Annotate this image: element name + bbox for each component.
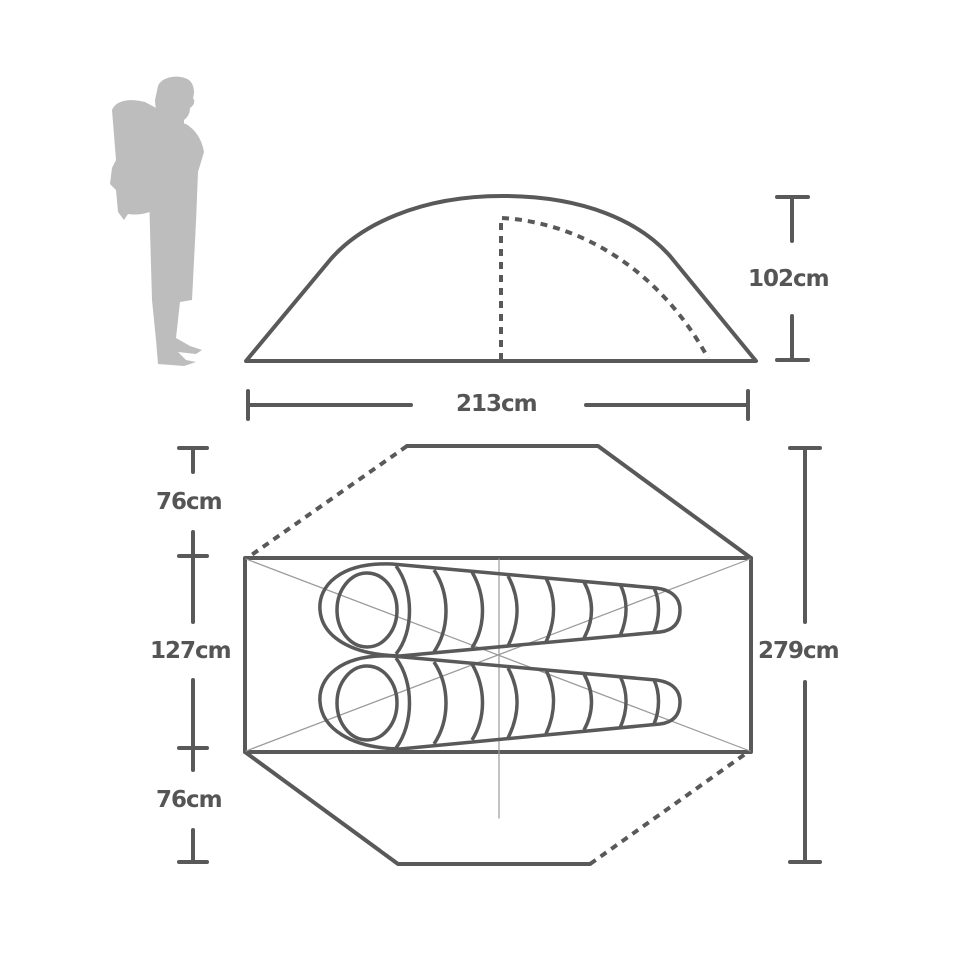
- total-width-dimension-line: [788, 446, 822, 864]
- length-label: 213cm: [456, 391, 538, 417]
- width-breakdown-dimension-line: [177, 446, 209, 864]
- person-silhouette-icon: [110, 76, 204, 366]
- height-label: 102cm: [748, 266, 830, 292]
- front-vestibule-label: 76cm: [156, 489, 223, 515]
- tent-top-view: [243, 444, 753, 866]
- height-dimension-line: [775, 195, 810, 362]
- length-dimension-line: [246, 389, 750, 421]
- inner-width-label: 127cm: [150, 638, 232, 664]
- total-width-label: 279cm: [758, 638, 840, 664]
- rear-vestibule-label: 76cm: [156, 787, 223, 813]
- tent-side-view: [244, 194, 758, 363]
- sleeping-bag-top: [318, 562, 682, 658]
- sleeping-bag-bottom: [318, 654, 682, 751]
